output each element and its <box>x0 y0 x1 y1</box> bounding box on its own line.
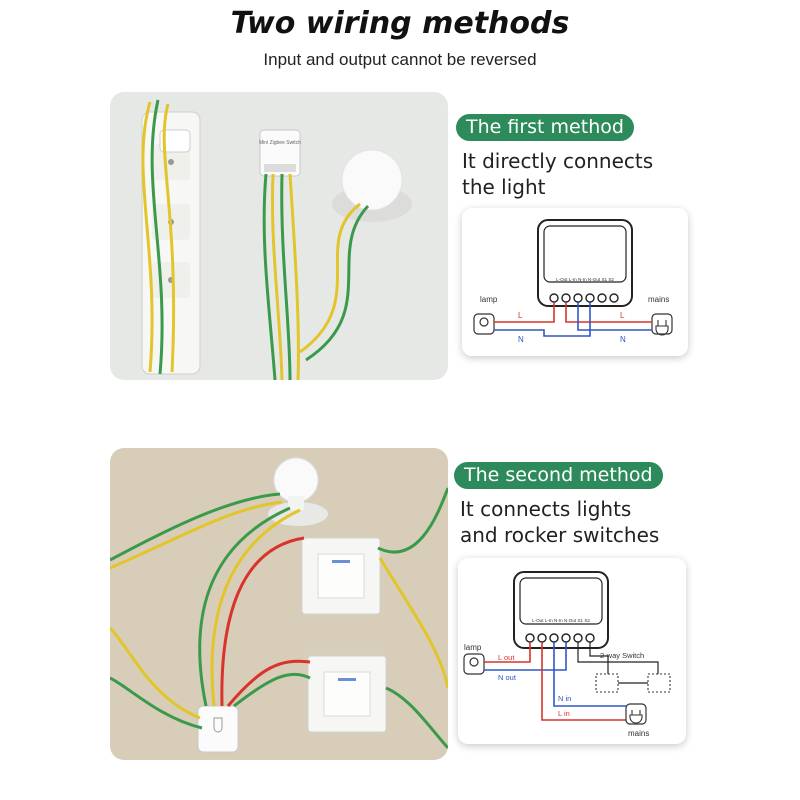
page-title: Two wiring methods <box>230 6 570 41</box>
lamp-icon <box>479 317 489 327</box>
photo-method-1: Mini Zigbee Switch <box>110 92 448 380</box>
rocker-switch-upper <box>301 537 381 615</box>
method-2-desc-line-1: It connects lights <box>460 497 632 521</box>
photo-method-2 <box>110 448 448 760</box>
smart-switch-device <box>197 705 239 753</box>
lamp-label: lamp <box>464 643 482 652</box>
n-in-label: N in <box>558 694 571 703</box>
method-1-desc-line-2: the light <box>462 175 546 199</box>
n-label-left: N <box>518 335 524 344</box>
wiring-diagram-1: L-Out L-In N-In N-Out S1 S2 lamp mains L… <box>462 208 688 356</box>
wiring-diagram-2: L-Out L-In N-In N-Out S1 S2 lamp 2-way S… <box>458 558 686 744</box>
switch-box-right <box>647 673 671 693</box>
method-2-badge: The second method <box>454 462 663 489</box>
smart-switch-device: Mini Zigbee Switch <box>259 129 301 177</box>
method-2-desc-line-2: and rocker switches <box>460 523 660 547</box>
method-1-description: It directly connects the light <box>462 148 653 200</box>
terminal-labels: L-Out L-In N-In N-Out S1 S2 <box>556 277 614 282</box>
method-2-description: It connects lights and rocker switches <box>460 496 659 548</box>
plug-icon <box>655 320 669 336</box>
plug-icon <box>629 710 643 724</box>
rocker-switch-lower <box>307 655 387 733</box>
page-subtitle: Input and output cannot be reversed <box>263 50 537 69</box>
method-1-badge: The first method <box>456 114 634 141</box>
n-label-right: N <box>620 335 626 344</box>
lamp-label: lamp <box>480 295 498 304</box>
switch-box-left <box>595 673 619 693</box>
terminal-labels: L-Out L-In N-In N-Out S1 S2 <box>532 618 590 623</box>
l-label-left: L <box>518 311 523 320</box>
lamp-icon <box>469 657 479 667</box>
l-label-right: L <box>620 311 625 320</box>
l-in-label: L in <box>558 709 570 718</box>
switch-label: 2-way Switch <box>600 651 644 660</box>
mains-label: mains <box>648 295 669 304</box>
mains-label: mains <box>628 729 649 738</box>
svg-text:Mini Zigbee Switch: Mini Zigbee Switch <box>259 140 301 146</box>
n-out-label: N out <box>498 673 517 682</box>
l-out-label: L out <box>498 653 515 662</box>
method-1-desc-line-1: It directly connects <box>462 149 654 173</box>
